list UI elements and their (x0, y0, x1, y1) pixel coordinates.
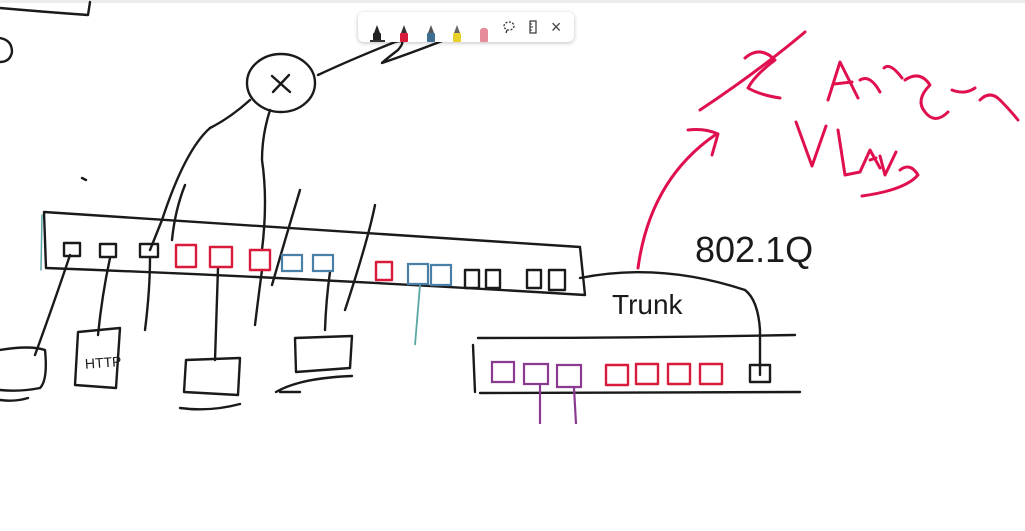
ink-trunk-link (578, 270, 762, 377)
top-edge (0, 0, 1025, 3)
eraser-tool[interactable] (470, 12, 497, 42)
highlighter-tool[interactable] (444, 12, 471, 42)
lasso-icon (503, 21, 515, 34)
trunk-label: Trunk (612, 289, 684, 320)
ink-switch-secondary (471, 333, 802, 395)
pen-blue-tool[interactable] (417, 12, 444, 42)
ink-node-circle (245, 52, 317, 114)
pen-black-tool[interactable] (364, 12, 391, 42)
ink-device-laptop-left (0, 346, 48, 402)
close-button[interactable]: × (544, 12, 568, 42)
ink-epsilon (698, 30, 807, 112)
pen-icon (399, 22, 409, 42)
pen-icon (372, 22, 382, 42)
ink-arrow-up (636, 128, 720, 270)
lasso-tool[interactable] (497, 12, 521, 42)
pen-icon (426, 22, 436, 42)
close-icon: × (550, 16, 562, 37)
ink-device-server (73, 326, 122, 390)
device-label: HTTP (84, 353, 122, 372)
ink-device-laptop-right (274, 334, 354, 394)
ink-partial-device (0, 36, 14, 64)
ink-device-desktop (178, 356, 242, 411)
pen-toolbar: × (358, 12, 574, 42)
ink-vlans (794, 120, 920, 198)
highlighter-icon (452, 22, 462, 42)
eraser-icon (479, 22, 489, 42)
ink-partial-box (0, 0, 92, 17)
pen-red-tool[interactable] (391, 12, 418, 42)
ruler-tool[interactable] (521, 12, 545, 42)
ink-letter-a (826, 60, 860, 102)
ruler-icon (528, 20, 537, 34)
protocol-label: 802.1Q (695, 229, 813, 270)
ink-node-link (316, 28, 472, 77)
ink-switch-main (42, 210, 587, 297)
